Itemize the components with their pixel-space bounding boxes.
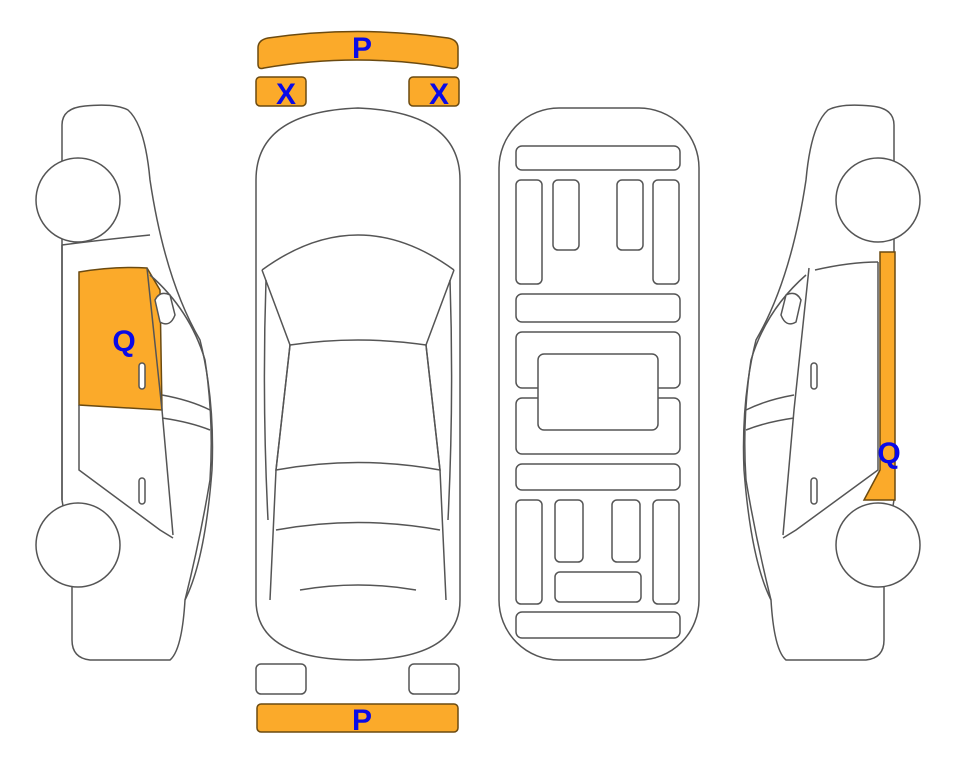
right-rear-wheel [835, 502, 921, 588]
top-view [255, 107, 461, 661]
right-front-wheel [835, 157, 921, 243]
rear-wheel [35, 502, 121, 588]
front-right-light-label: X [429, 78, 449, 111]
right-side-view: Q [742, 104, 921, 661]
front-left-light-label: X [276, 78, 296, 111]
front-wheel [35, 157, 121, 243]
front-bumper-label: P [352, 32, 372, 65]
rear-right-light-panel[interactable] [408, 663, 460, 695]
left-door-label[interactable]: Q [112, 325, 135, 358]
front-left-light-panel[interactable]: X [255, 76, 307, 111]
underbody-view [498, 107, 700, 661]
front-bumper-panel[interactable]: P [257, 30, 459, 70]
right-pillar-label[interactable]: Q [877, 437, 900, 470]
front-right-light-panel[interactable]: X [408, 76, 460, 111]
rear-left-light-panel[interactable] [255, 663, 307, 695]
rear-bumper-panel[interactable]: P [256, 703, 459, 737]
rear-bumper-label: P [352, 704, 372, 737]
left-side-view: Q [35, 104, 214, 661]
